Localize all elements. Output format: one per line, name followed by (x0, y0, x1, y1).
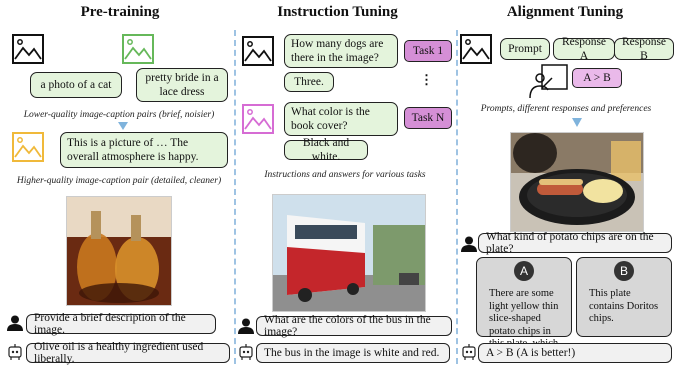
food-plate-photo (510, 132, 644, 232)
prompt-box: Prompt (500, 38, 550, 60)
instruction-tuning-title: Instruction Tuning (277, 4, 398, 20)
pretraining-question: Provide a brief description of the image… (26, 312, 216, 336)
instruction-answer: The bus in the image is white and red. (256, 343, 450, 363)
alignment-caption: Prompts, different responses and prefere… (480, 104, 652, 114)
image-icon (242, 104, 274, 134)
instruction-answer-1: Three. (284, 72, 334, 92)
response-b-label: B (614, 261, 634, 281)
alignment-answer: A > B (A is better!) (478, 343, 672, 363)
task-n-badge: Task N (404, 107, 452, 129)
user-icon (7, 315, 23, 331)
preference-badge: A > B (572, 68, 622, 88)
task-1-badge: Task 1 (404, 40, 452, 62)
image-icon (12, 132, 44, 162)
user-icon (461, 236, 477, 252)
caption-high-quality: Higher-quality image-caption pair (detai… (16, 176, 222, 186)
bus-photo (272, 194, 426, 312)
user-icon (238, 318, 254, 334)
image-icon (12, 34, 44, 64)
olive-oil-photo (66, 196, 172, 306)
annotator-icon (529, 64, 568, 99)
caption-low-quality: Lower-quality image-caption pairs (brief… (23, 110, 215, 120)
instruction-caption: Instructions and answers for various tas… (264, 170, 426, 180)
column-divider-right (456, 30, 458, 364)
instruction-question: What are the colors of the bus in the im… (256, 314, 452, 338)
pretraining-title: Pre-training (80, 4, 160, 20)
column-divider-left (234, 30, 236, 364)
robot-icon (462, 344, 476, 360)
response-a-box: Response A (553, 36, 615, 62)
alignment-tuning-title: Alignment Tuning (506, 4, 624, 20)
caption-bubble-bride: pretty bride in a lace dress (136, 68, 228, 102)
response-b-text: This plate contains Doritos chips. (589, 288, 659, 324)
arrow-down-icon (572, 118, 582, 127)
image-icon (460, 34, 492, 64)
caption-bubble-cat: a photo of a cat (30, 72, 122, 98)
response-a-label: A (514, 261, 534, 281)
image-icon (122, 34, 154, 64)
pretraining-answer: Olive oil is a healthy ingredient used l… (26, 341, 230, 365)
response-b-box: Response B (614, 36, 674, 62)
robot-icon (239, 344, 253, 360)
image-icon (242, 36, 274, 66)
robot-icon (8, 344, 22, 360)
instruction-question-n: What color is the book cover? (284, 102, 398, 136)
ellipsis: ⋮ (420, 72, 433, 87)
instruction-answer-n: Black and white. (284, 137, 368, 163)
alignment-question: What kind of potato chips are on the pla… (478, 231, 672, 255)
instruction-question-1: How many dogs are there in the image? (284, 34, 398, 68)
caption-bubble-high-quality: This is a picture of … The overall atmos… (60, 132, 228, 168)
arrow-down-icon (118, 122, 128, 130)
